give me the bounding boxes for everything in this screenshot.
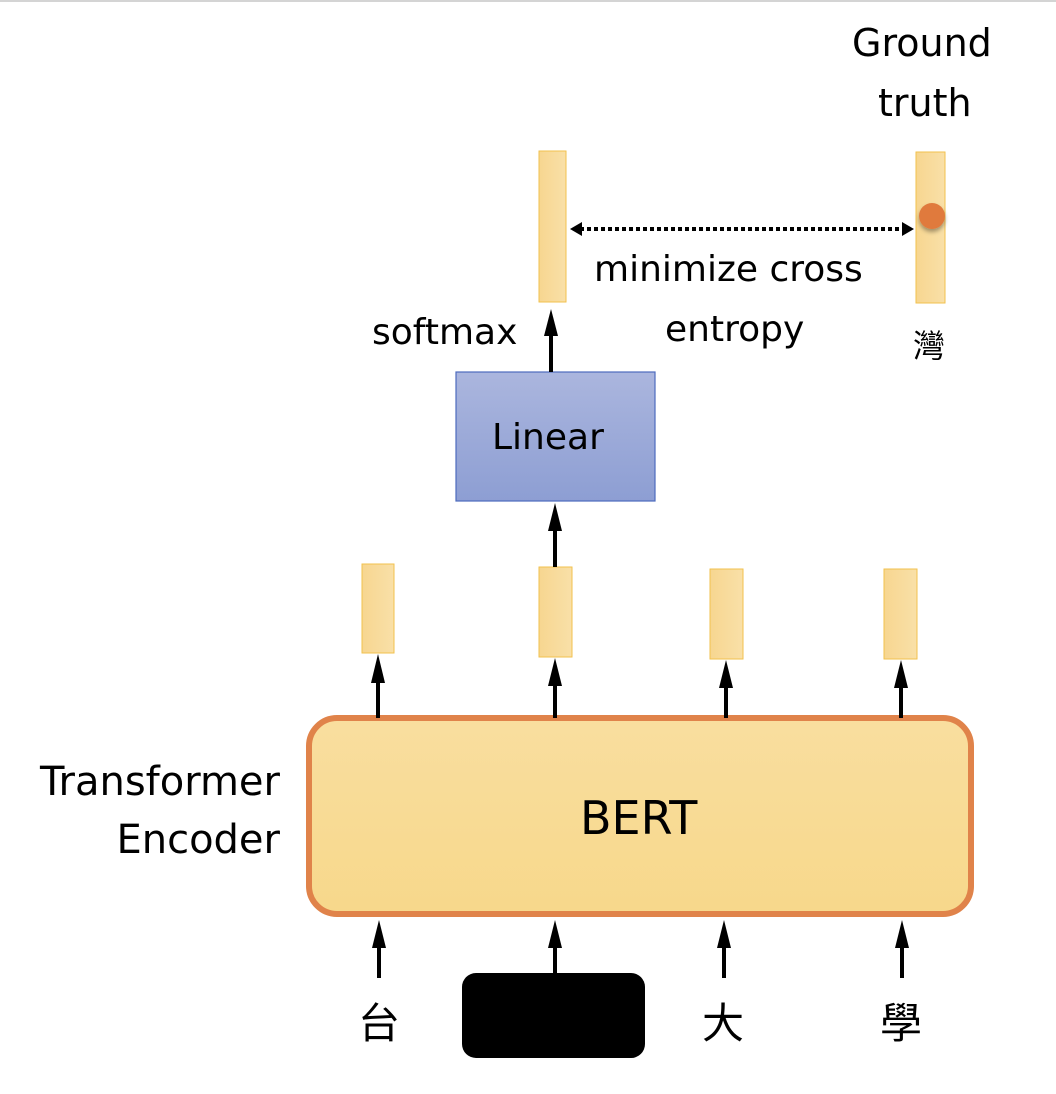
input-arrows bbox=[372, 920, 909, 978]
input-token-4: 學 bbox=[880, 999, 923, 1048]
masked-token bbox=[462, 973, 645, 1058]
cross-entropy-arrow bbox=[570, 222, 914, 236]
arrow-head bbox=[371, 654, 385, 683]
output-vector-1 bbox=[361, 563, 395, 654]
transformer-label: Transformer Encoder bbox=[30, 758, 280, 864]
bert-block bbox=[306, 715, 974, 917]
ground-truth-label-line1: Ground bbox=[852, 21, 992, 65]
arrow-head-left bbox=[570, 222, 582, 236]
ground-truth-label-line2: truth bbox=[878, 81, 972, 125]
output-vector-4 bbox=[883, 568, 918, 660]
prediction-vector bbox=[538, 150, 567, 303]
input-token-1: 台 bbox=[358, 999, 401, 1048]
loss-label-line2: entropy bbox=[665, 309, 805, 350]
arrow-head bbox=[372, 920, 386, 948]
arrow-head-right bbox=[902, 222, 914, 236]
top-border bbox=[0, 0, 1056, 2]
arrow-head bbox=[717, 920, 731, 948]
ground-truth-vector bbox=[915, 151, 946, 304]
loss-label-line1: minimize cross bbox=[594, 249, 863, 290]
bert-label: BERT bbox=[580, 791, 698, 845]
input-token-3: 大 bbox=[702, 999, 745, 1048]
softmax-arrow bbox=[544, 309, 558, 372]
output-vector-2 bbox=[538, 566, 573, 658]
arrow-head bbox=[548, 920, 562, 948]
ground-truth-token: 灣 bbox=[913, 327, 946, 365]
transformer-label-line2: Encoder bbox=[116, 817, 280, 863]
transformer-label-line1: Transformer bbox=[39, 759, 280, 805]
arrow-head bbox=[894, 660, 908, 688]
linear-label: Linear bbox=[492, 417, 604, 458]
linear-block bbox=[455, 371, 656, 502]
softmax-label: softmax bbox=[372, 312, 518, 353]
bert-output-arrows bbox=[371, 654, 908, 718]
ground-truth-dot bbox=[919, 203, 945, 229]
arrow-head bbox=[548, 658, 562, 686]
arrow-head bbox=[544, 309, 558, 336]
arrow-head bbox=[895, 920, 909, 948]
output-vector-3 bbox=[709, 568, 744, 660]
arrow-head bbox=[548, 503, 562, 531]
arrow-head bbox=[719, 660, 733, 688]
linear-input-arrow bbox=[548, 503, 562, 567]
